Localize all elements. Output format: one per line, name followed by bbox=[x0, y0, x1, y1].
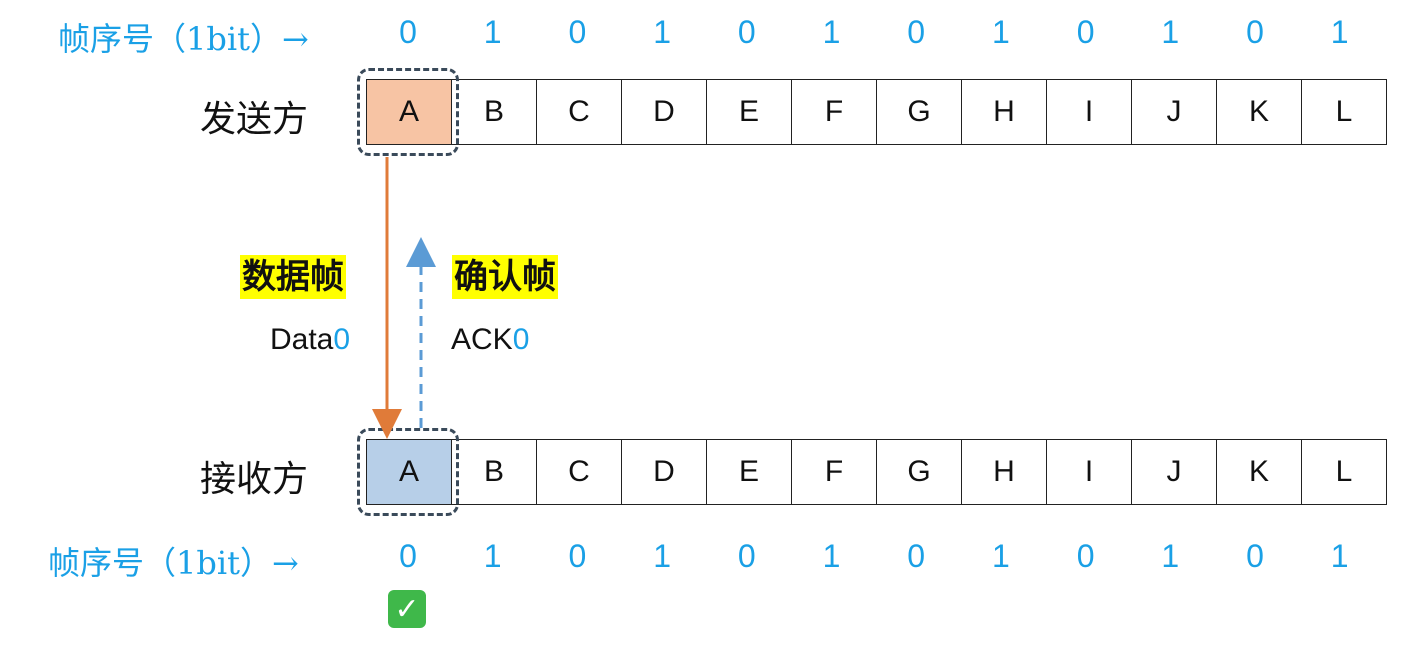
top-seq-number: 0 bbox=[1246, 14, 1264, 50]
bottom-seq-number: 1 bbox=[1161, 538, 1180, 574]
sender-frame-cell: G bbox=[876, 79, 962, 145]
bottom-seq-number: 0 bbox=[399, 538, 417, 574]
sender-window bbox=[357, 68, 459, 156]
receiver-frame-cell: L bbox=[1301, 439, 1387, 505]
data-frame-id: Data0 bbox=[270, 323, 351, 356]
top-seq-number: 0 bbox=[568, 14, 587, 50]
sender-frame-cell: F bbox=[791, 79, 877, 145]
receiver-frame-cell: B bbox=[451, 439, 537, 505]
top-seq-number: 1 bbox=[1330, 14, 1349, 50]
sender-frame-cell: I bbox=[1046, 79, 1132, 145]
sender-frame-cell: A bbox=[366, 79, 452, 145]
bottom-seq-number: 1 bbox=[1330, 538, 1349, 574]
ack-frame-name: 确认帧 bbox=[452, 255, 558, 299]
bottom-seq-number: 0 bbox=[1246, 538, 1264, 574]
receiver-window bbox=[357, 428, 459, 516]
sender-frame-cell: B bbox=[451, 79, 537, 145]
sender-frame-cell: K bbox=[1216, 79, 1302, 145]
data-frame-name: 数据帧 bbox=[240, 255, 346, 299]
check-mark-icon: ✓ bbox=[388, 590, 426, 628]
bottom-seq-number: 0 bbox=[568, 538, 587, 574]
receiver-frame-cell: J bbox=[1131, 439, 1217, 505]
bottom-seq-number: 1 bbox=[653, 538, 671, 574]
top-seq-number: 0 bbox=[399, 14, 417, 50]
top-seq-label: 帧序号（1bit）→ bbox=[58, 20, 309, 58]
receiver-frame-cell: E bbox=[706, 439, 792, 505]
sender-frame-cell: D bbox=[621, 79, 707, 145]
sender-label: 发送方 bbox=[200, 99, 309, 140]
sender-frame-cell: E bbox=[706, 79, 792, 145]
top-seq-number: 1 bbox=[653, 14, 671, 50]
receiver-frame-cell: H bbox=[961, 439, 1047, 505]
bottom-seq-number: 0 bbox=[907, 538, 926, 574]
top-seq-number: 1 bbox=[991, 14, 1010, 50]
bottom-seq-number: 0 bbox=[1076, 538, 1095, 574]
ack-frame-id: ACK0 bbox=[451, 323, 530, 356]
receiver-frame-cell: F bbox=[791, 439, 877, 505]
bottom-seq-label: 帧序号（1bit）→ bbox=[48, 544, 299, 582]
top-seq-number: 0 bbox=[1076, 14, 1095, 50]
top-seq-number: 1 bbox=[483, 14, 502, 50]
top-seq-number: 0 bbox=[737, 14, 756, 50]
sender-frame-cell: C bbox=[536, 79, 622, 145]
bottom-seq-number: 0 bbox=[737, 538, 756, 574]
top-seq-number: 1 bbox=[822, 14, 841, 50]
receiver-label: 接收方 bbox=[200, 459, 309, 500]
receiver-frame-cell: G bbox=[876, 439, 962, 505]
bottom-seq-number: 1 bbox=[822, 538, 841, 574]
sender-frame-cell: L bbox=[1301, 79, 1387, 145]
bottom-seq-number: 1 bbox=[483, 538, 502, 574]
top-seq-number: 1 bbox=[1161, 14, 1180, 50]
bottom-seq-number: 1 bbox=[991, 538, 1010, 574]
top-seq-number: 0 bbox=[907, 14, 926, 50]
sender-frame-cell: H bbox=[961, 79, 1047, 145]
sender-frame-cell: J bbox=[1131, 79, 1217, 145]
receiver-frame-cell: C bbox=[536, 439, 622, 505]
